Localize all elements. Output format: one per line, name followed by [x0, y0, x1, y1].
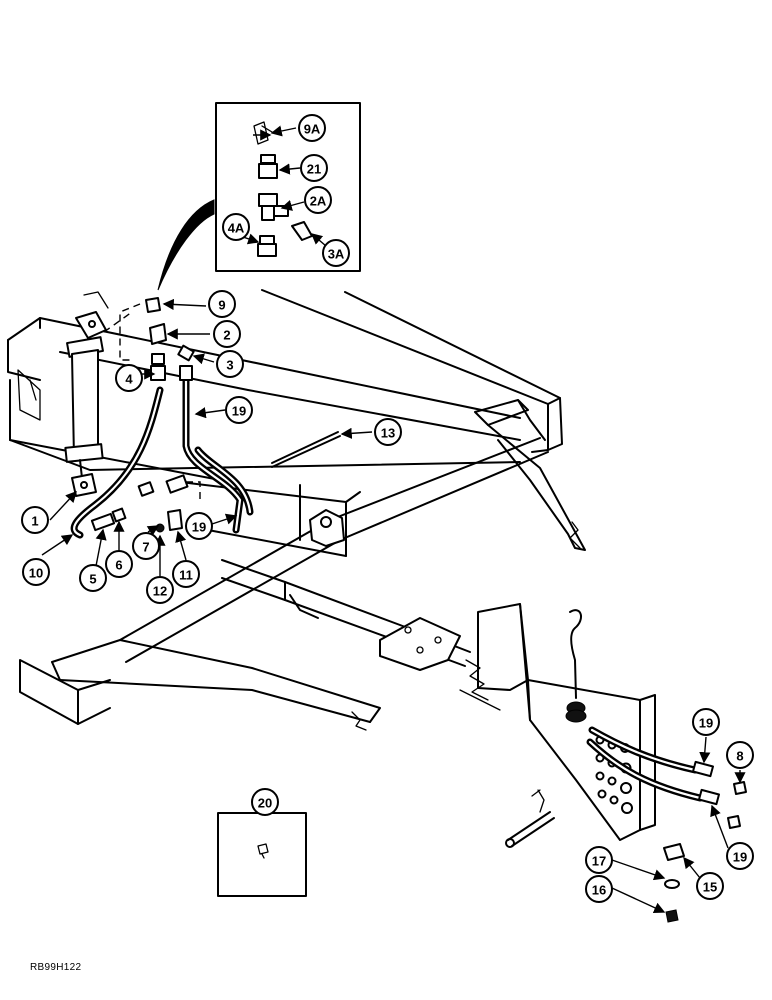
dashed-leader-cyl	[103, 311, 133, 333]
detail-inset	[215, 102, 361, 272]
svg-text:3: 3	[226, 358, 233, 373]
dashed-leader-upper	[119, 303, 141, 361]
callout-2a[interactable]: 2A	[304, 186, 332, 214]
svg-text:7: 7	[142, 540, 149, 555]
callout-19-hitch-lower[interactable]: 19	[726, 842, 754, 870]
svg-text:9: 9	[218, 298, 225, 313]
fittings-upper	[145, 297, 195, 381]
fittings-lower	[90, 474, 201, 533]
hitch-pin	[505, 789, 555, 848]
svg-text:19: 19	[733, 850, 747, 865]
figure-code: RB99H122	[30, 962, 82, 973]
svg-text:3A: 3A	[328, 247, 345, 262]
left-lower-frame	[19, 659, 111, 725]
decal-box	[217, 812, 307, 897]
a-frame-arm	[51, 639, 381, 731]
callout-3[interactable]: 3	[216, 350, 244, 378]
callout-19-upper[interactable]: 19	[225, 396, 253, 424]
svg-text:21: 21	[307, 162, 321, 177]
svg-text:4A: 4A	[228, 221, 245, 236]
callout-15[interactable]: 15	[696, 872, 724, 900]
callout-10[interactable]: 10	[22, 558, 50, 586]
callout-20[interactable]: 20	[251, 788, 279, 816]
callout-13[interactable]: 13	[374, 418, 402, 446]
callout-7[interactable]: 7	[132, 532, 160, 560]
callout-9[interactable]: 9	[208, 290, 236, 318]
rear-crossbar	[261, 289, 563, 453]
callout-8[interactable]: 8	[726, 741, 754, 769]
callout-2[interactable]: 2	[213, 320, 241, 348]
svg-text:11: 11	[179, 568, 193, 583]
fittings-hitch	[663, 781, 747, 923]
callout-17[interactable]: 17	[585, 846, 613, 874]
diagonal-tube	[119, 437, 549, 663]
svg-text:19: 19	[699, 716, 713, 731]
callout-4a[interactable]: 4A	[222, 213, 250, 241]
svg-text:4: 4	[125, 372, 133, 387]
svg-text:12: 12	[153, 584, 167, 599]
callout-16[interactable]: 16	[585, 875, 613, 903]
callout-5[interactable]: 5	[79, 564, 107, 592]
svg-text:6: 6	[115, 558, 122, 573]
leader-lines	[41, 125, 746, 913]
main-frame-beam	[7, 317, 521, 481]
hose-holder-spring	[565, 609, 587, 723]
svg-text:15: 15	[703, 880, 717, 895]
hydraulic-cylinder	[64, 291, 109, 497]
callout-19-center[interactable]: 19	[185, 512, 213, 540]
callout-11[interactable]: 11	[172, 560, 200, 588]
callout-12[interactable]: 12	[146, 576, 174, 604]
callout-9a[interactable]: 9A	[298, 114, 326, 142]
rod-13	[271, 431, 341, 468]
hose-19-upper	[182, 376, 254, 534]
hitch-plate	[459, 603, 656, 841]
svg-text:1: 1	[31, 514, 38, 529]
svg-text:20: 20	[258, 796, 272, 811]
callout-4[interactable]: 4	[115, 364, 143, 392]
svg-text:17: 17	[592, 854, 606, 869]
callout-21[interactable]: 21	[300, 154, 328, 182]
callout-1[interactable]: 1	[21, 506, 49, 534]
svg-text:8: 8	[736, 749, 743, 764]
svg-text:2A: 2A	[310, 194, 327, 209]
inset-pointer	[157, 199, 215, 291]
svg-text:19: 19	[192, 520, 206, 535]
callout-3a[interactable]: 3A	[322, 239, 350, 267]
svg-text:2: 2	[223, 328, 230, 343]
callout-19-hitch-upper[interactable]: 19	[692, 708, 720, 736]
rear-arm-bracket	[474, 399, 586, 551]
svg-text:16: 16	[592, 883, 606, 898]
svg-text:5: 5	[89, 572, 96, 587]
hose-10	[70, 386, 164, 539]
mount-bracket-center	[379, 617, 461, 671]
svg-text:10: 10	[29, 566, 43, 581]
svg-text:13: 13	[381, 426, 395, 441]
svg-text:9A: 9A	[304, 122, 321, 137]
svg-text:19: 19	[232, 404, 246, 419]
hose-19-lower	[586, 726, 720, 806]
callout-6[interactable]: 6	[105, 550, 133, 578]
